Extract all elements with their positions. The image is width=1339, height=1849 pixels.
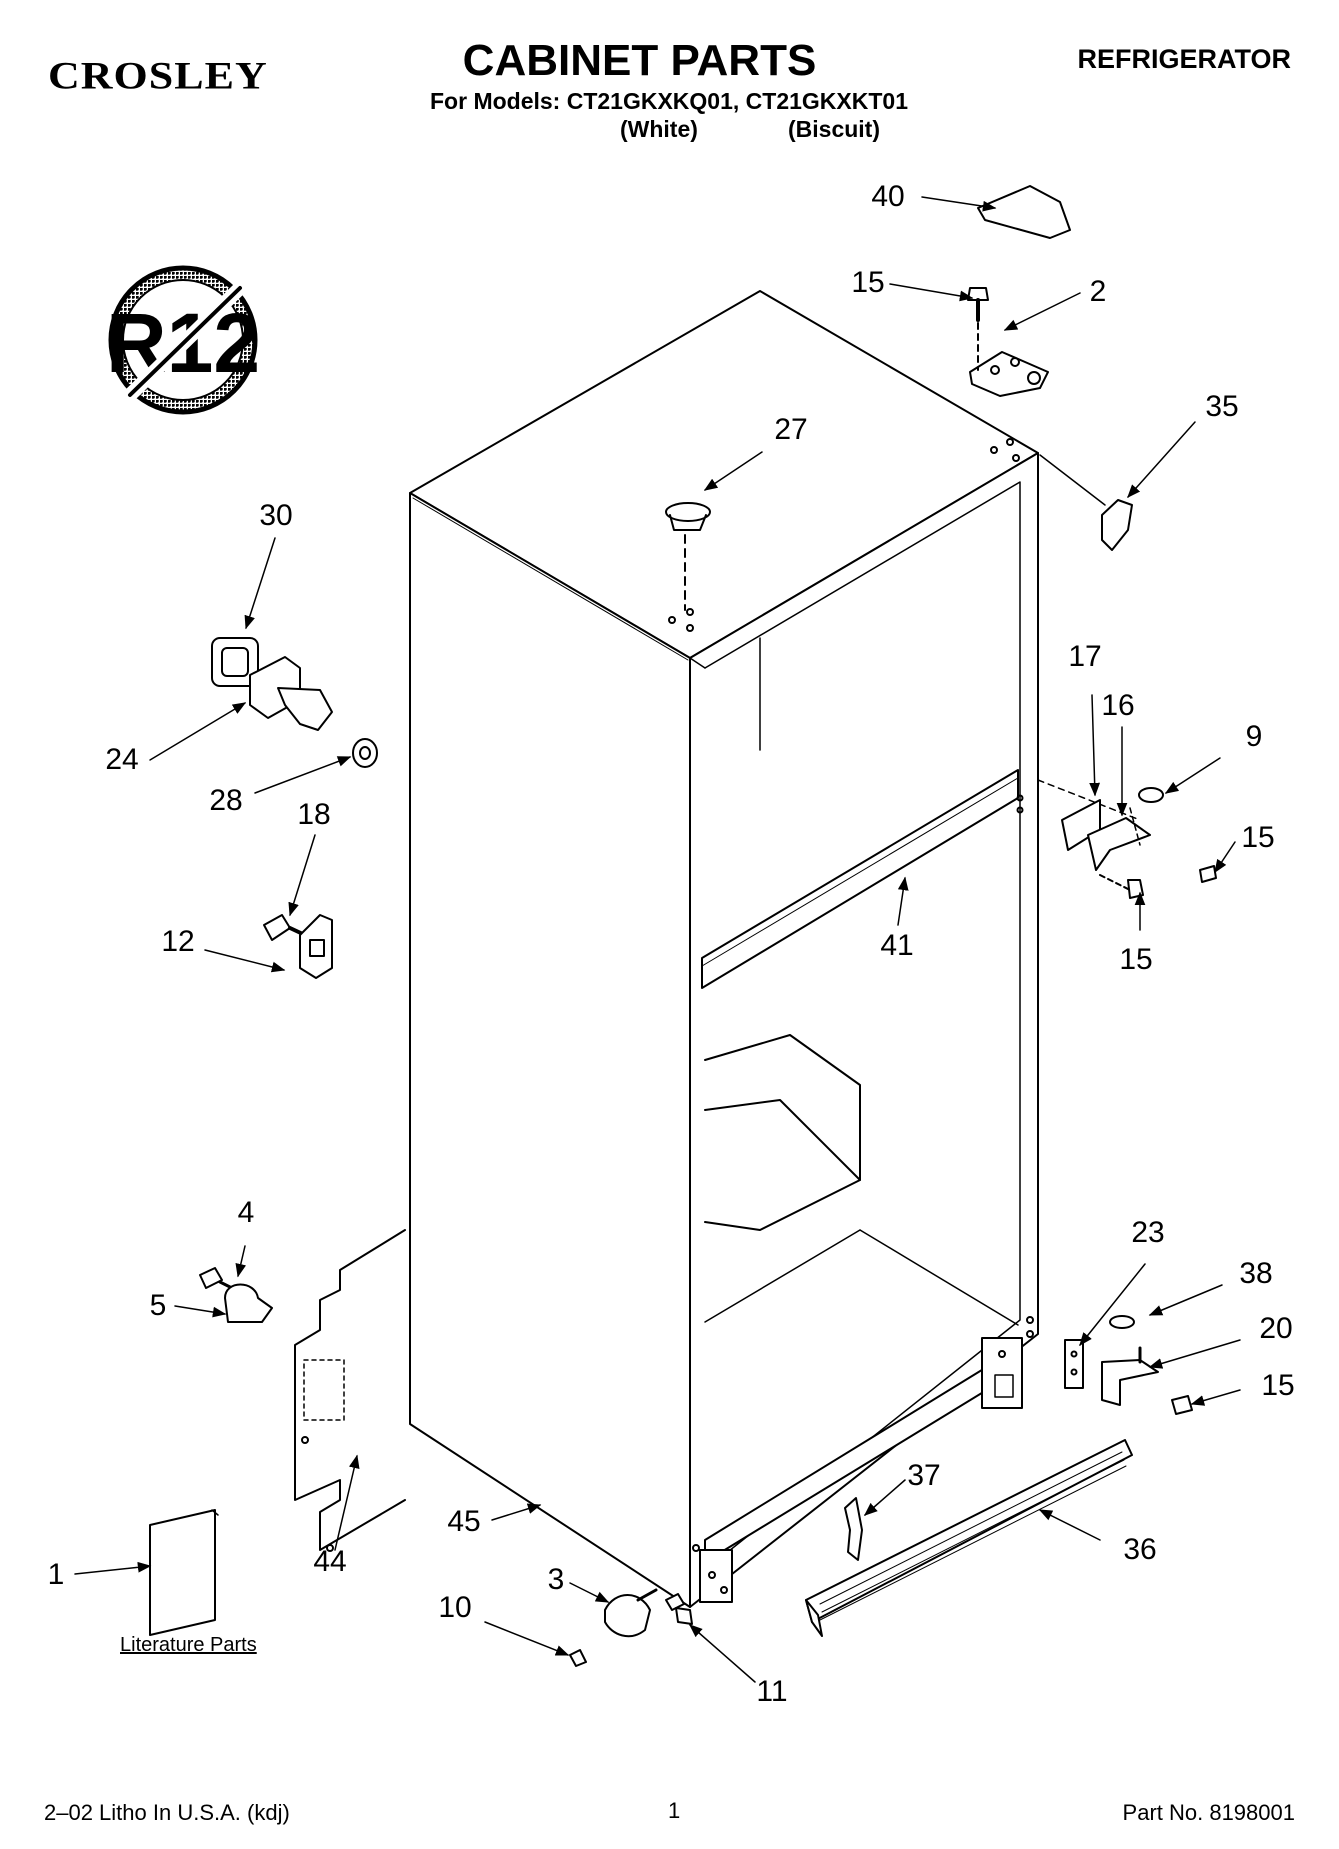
- callout-2: 2: [1089, 275, 1107, 308]
- callout-44: 44: [313, 1545, 347, 1578]
- category-label: REFRIGERATOR: [1077, 44, 1291, 74]
- part-4-5-clamp: [200, 1268, 272, 1322]
- callout-45: 45: [447, 1505, 481, 1538]
- part-1-literature-book: [150, 1510, 218, 1635]
- callout-12: 12: [161, 925, 195, 958]
- callout-1: 1: [47, 1558, 65, 1591]
- callout-3: 3: [547, 1563, 565, 1596]
- callout-41: 41: [880, 929, 914, 962]
- footer-litho: 2–02 Litho In U.S.A. (kdj): [44, 1800, 290, 1825]
- models-line: For Models: CT21GKXKQ01, CT21GKXKT01: [430, 88, 908, 114]
- no-r12-badge: R12: [106, 268, 260, 412]
- part-30-24-28-handle-assembly: [212, 638, 377, 767]
- callout-9: 9: [1245, 720, 1263, 753]
- variant-white: (White): [620, 116, 698, 142]
- part-3-10-11-leveler: [570, 1590, 692, 1666]
- callout-15-hinge: 15: [1241, 821, 1275, 854]
- callout-16: 16: [1101, 689, 1135, 722]
- part-40-top-cap: [978, 186, 1070, 238]
- part-23-38-20-bottom-hinge: [1065, 1316, 1192, 1414]
- callout-24: 24: [105, 743, 139, 776]
- part-18-12-latch: [264, 915, 332, 978]
- callout-40: 40: [871, 180, 905, 213]
- callout-10: 10: [438, 1591, 472, 1624]
- part-17-16-9-mid-hinge: [1038, 780, 1216, 898]
- page-title-text: CABINET PARTS: [462, 36, 817, 85]
- callout-15-bottom: 15: [1261, 1369, 1295, 1402]
- callout-27: 27: [774, 413, 808, 446]
- callout-18: 18: [297, 798, 331, 831]
- page-title: CABINET PARTS: [0, 36, 1339, 86]
- callout-20: 20: [1259, 1312, 1293, 1345]
- back-panel-part-44: [295, 1230, 405, 1551]
- callout-15-mid: 15: [1119, 943, 1153, 976]
- callout-15-top: 15: [851, 266, 885, 299]
- callout-5: 5: [149, 1289, 167, 1322]
- part-27-plug: [666, 503, 710, 610]
- callout-23: 23: [1131, 1216, 1165, 1249]
- refrigerator-cabinet: [410, 291, 1038, 1607]
- callout-37: 37: [907, 1459, 941, 1492]
- part-36-grille: [806, 1440, 1132, 1636]
- callout-28: 28: [209, 784, 243, 817]
- part-37-clip: [845, 1498, 862, 1560]
- part-35-hinge-cover: [1102, 500, 1132, 550]
- callout-36: 36: [1123, 1533, 1157, 1566]
- literature-parts-label: Literature Parts: [120, 1634, 257, 1656]
- footer-part-number: Part No. 8198001: [1122, 1800, 1295, 1825]
- callout-17: 17: [1068, 640, 1102, 673]
- callout-38: 38: [1239, 1257, 1273, 1290]
- brand-logo: CROSLEY: [48, 53, 268, 98]
- footer-page-number: 1: [668, 1798, 681, 1823]
- callout-30: 30: [259, 499, 293, 532]
- part-2-top-hinge: [968, 288, 1048, 396]
- variant-biscuit: (Biscuit): [788, 116, 880, 142]
- callout-35: 35: [1205, 390, 1239, 423]
- callout-11: 11: [756, 1675, 788, 1708]
- leader-arrows: [75, 197, 1240, 1682]
- callout-4: 4: [237, 1196, 255, 1229]
